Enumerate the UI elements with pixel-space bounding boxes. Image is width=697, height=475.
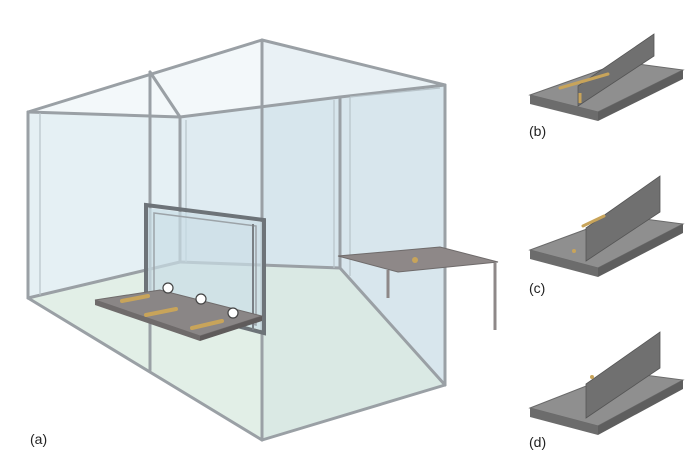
plate-front (530, 250, 598, 277)
window-border (144, 202, 266, 336)
panel-d-label: (d) (529, 434, 546, 450)
divider-wall (585, 175, 661, 262)
platform-front (95, 300, 200, 341)
frame-edge (338, 266, 447, 387)
frame-edge (26, 110, 182, 119)
perch-stick (120, 294, 150, 303)
plate-front (530, 95, 598, 121)
plate-side (598, 380, 683, 435)
perch-stick (190, 319, 224, 330)
divider-wall (585, 331, 661, 419)
platform (94, 282, 264, 341)
platform-side (200, 316, 262, 341)
panel-b-label: (b) (529, 123, 546, 139)
perch-stick (558, 72, 610, 90)
panel-a-label: (a) (30, 431, 47, 447)
hole-marker (590, 375, 594, 379)
divider-wall (577, 33, 655, 107)
plate-side (598, 224, 683, 277)
plate-side (598, 70, 683, 121)
frame-edge (148, 70, 182, 119)
hole-marker (572, 249, 576, 253)
hole-marker (162, 282, 174, 294)
frame-edge (26, 38, 264, 114)
panel-line (349, 87, 441, 98)
plate-front (530, 408, 598, 435)
table-top (337, 246, 499, 273)
perch-stick (581, 214, 606, 228)
window-inner-border (153, 212, 257, 326)
frame-edge (26, 296, 264, 442)
side-table (337, 246, 499, 330)
panel-c-plate: (c) (528, 175, 685, 296)
hole-marker (195, 293, 207, 305)
table-marker (412, 257, 418, 263)
frame-edge (260, 38, 447, 87)
front-right-glass (262, 40, 445, 440)
frame-edge (178, 95, 342, 119)
hole-marker (227, 307, 239, 319)
panel-a-enclosure: (a) (26, 38, 499, 447)
frame-edge (338, 83, 447, 99)
panel-b-plate: (b) (528, 33, 685, 139)
perch-stick (144, 307, 178, 317)
panel-c-label: (c) (529, 280, 545, 296)
panel-d-plate: (d) (528, 331, 685, 450)
frame-edge (260, 383, 447, 442)
